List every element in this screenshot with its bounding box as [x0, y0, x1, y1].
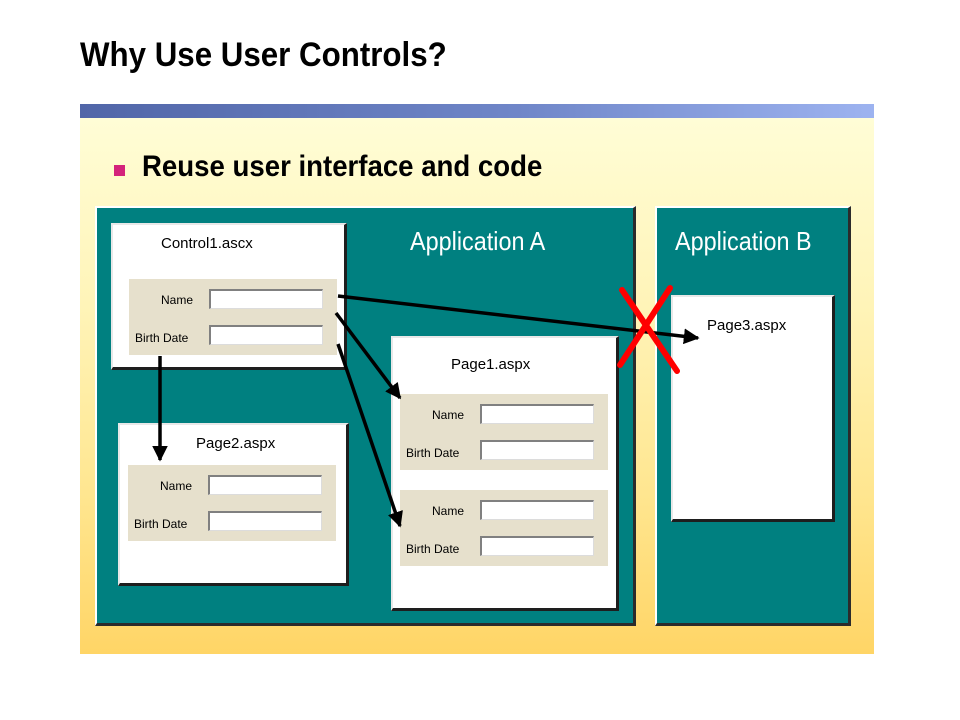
- control1-label: Control1.ascx: [161, 235, 253, 252]
- name-field: [208, 475, 322, 495]
- page1-label: Page1.aspx: [451, 356, 531, 373]
- page1-form-bottom: Name Birth Date: [400, 490, 608, 566]
- page1-box: Page1.aspx Name Birth Date Name Birth Da…: [391, 336, 619, 611]
- control1-box: Control1.ascx Name Birth Date: [111, 223, 347, 370]
- slide-title: Why Use User Controls?: [80, 36, 447, 74]
- application-b-label: Application B: [675, 226, 812, 256]
- birth-date-label: Birth Date: [135, 331, 189, 345]
- name-label: Name: [432, 408, 465, 422]
- birth-date-field: [480, 536, 594, 556]
- name-field: [480, 404, 594, 424]
- bullet-text: Reuse user interface and code: [142, 150, 543, 183]
- page2-label: Page2.aspx: [196, 435, 276, 452]
- page1-form-top: Name Birth Date: [400, 394, 608, 470]
- bullet-square-icon: [114, 165, 125, 176]
- name-label: Name: [160, 479, 193, 493]
- birth-date-label: Birth Date: [406, 542, 460, 556]
- name-field: [480, 500, 594, 520]
- birth-date-field: [480, 440, 594, 460]
- name-label: Name: [161, 293, 194, 307]
- birth-date-field: [209, 325, 323, 345]
- birth-date-label: Birth Date: [406, 446, 460, 460]
- birth-date-field: [208, 511, 322, 531]
- arrow-control-to-page3: [337, 294, 700, 345]
- application-a-label: Application A: [410, 226, 546, 256]
- page2-box: Page2.aspx Name Birth Date: [118, 423, 349, 586]
- page3-label: Page3.aspx: [707, 317, 787, 334]
- arrow-control-to-page1-top: [334, 311, 402, 400]
- title-divider-bar: [80, 104, 874, 118]
- control1-form: Name Birth Date: [129, 279, 337, 355]
- name-label: Name: [432, 504, 465, 518]
- cross-icon: [617, 285, 680, 374]
- birth-date-label: Birth Date: [134, 517, 188, 531]
- arrow-control-to-page1-bottom: [336, 343, 403, 528]
- name-field: [209, 289, 323, 309]
- page2-form: Name Birth Date: [128, 465, 336, 541]
